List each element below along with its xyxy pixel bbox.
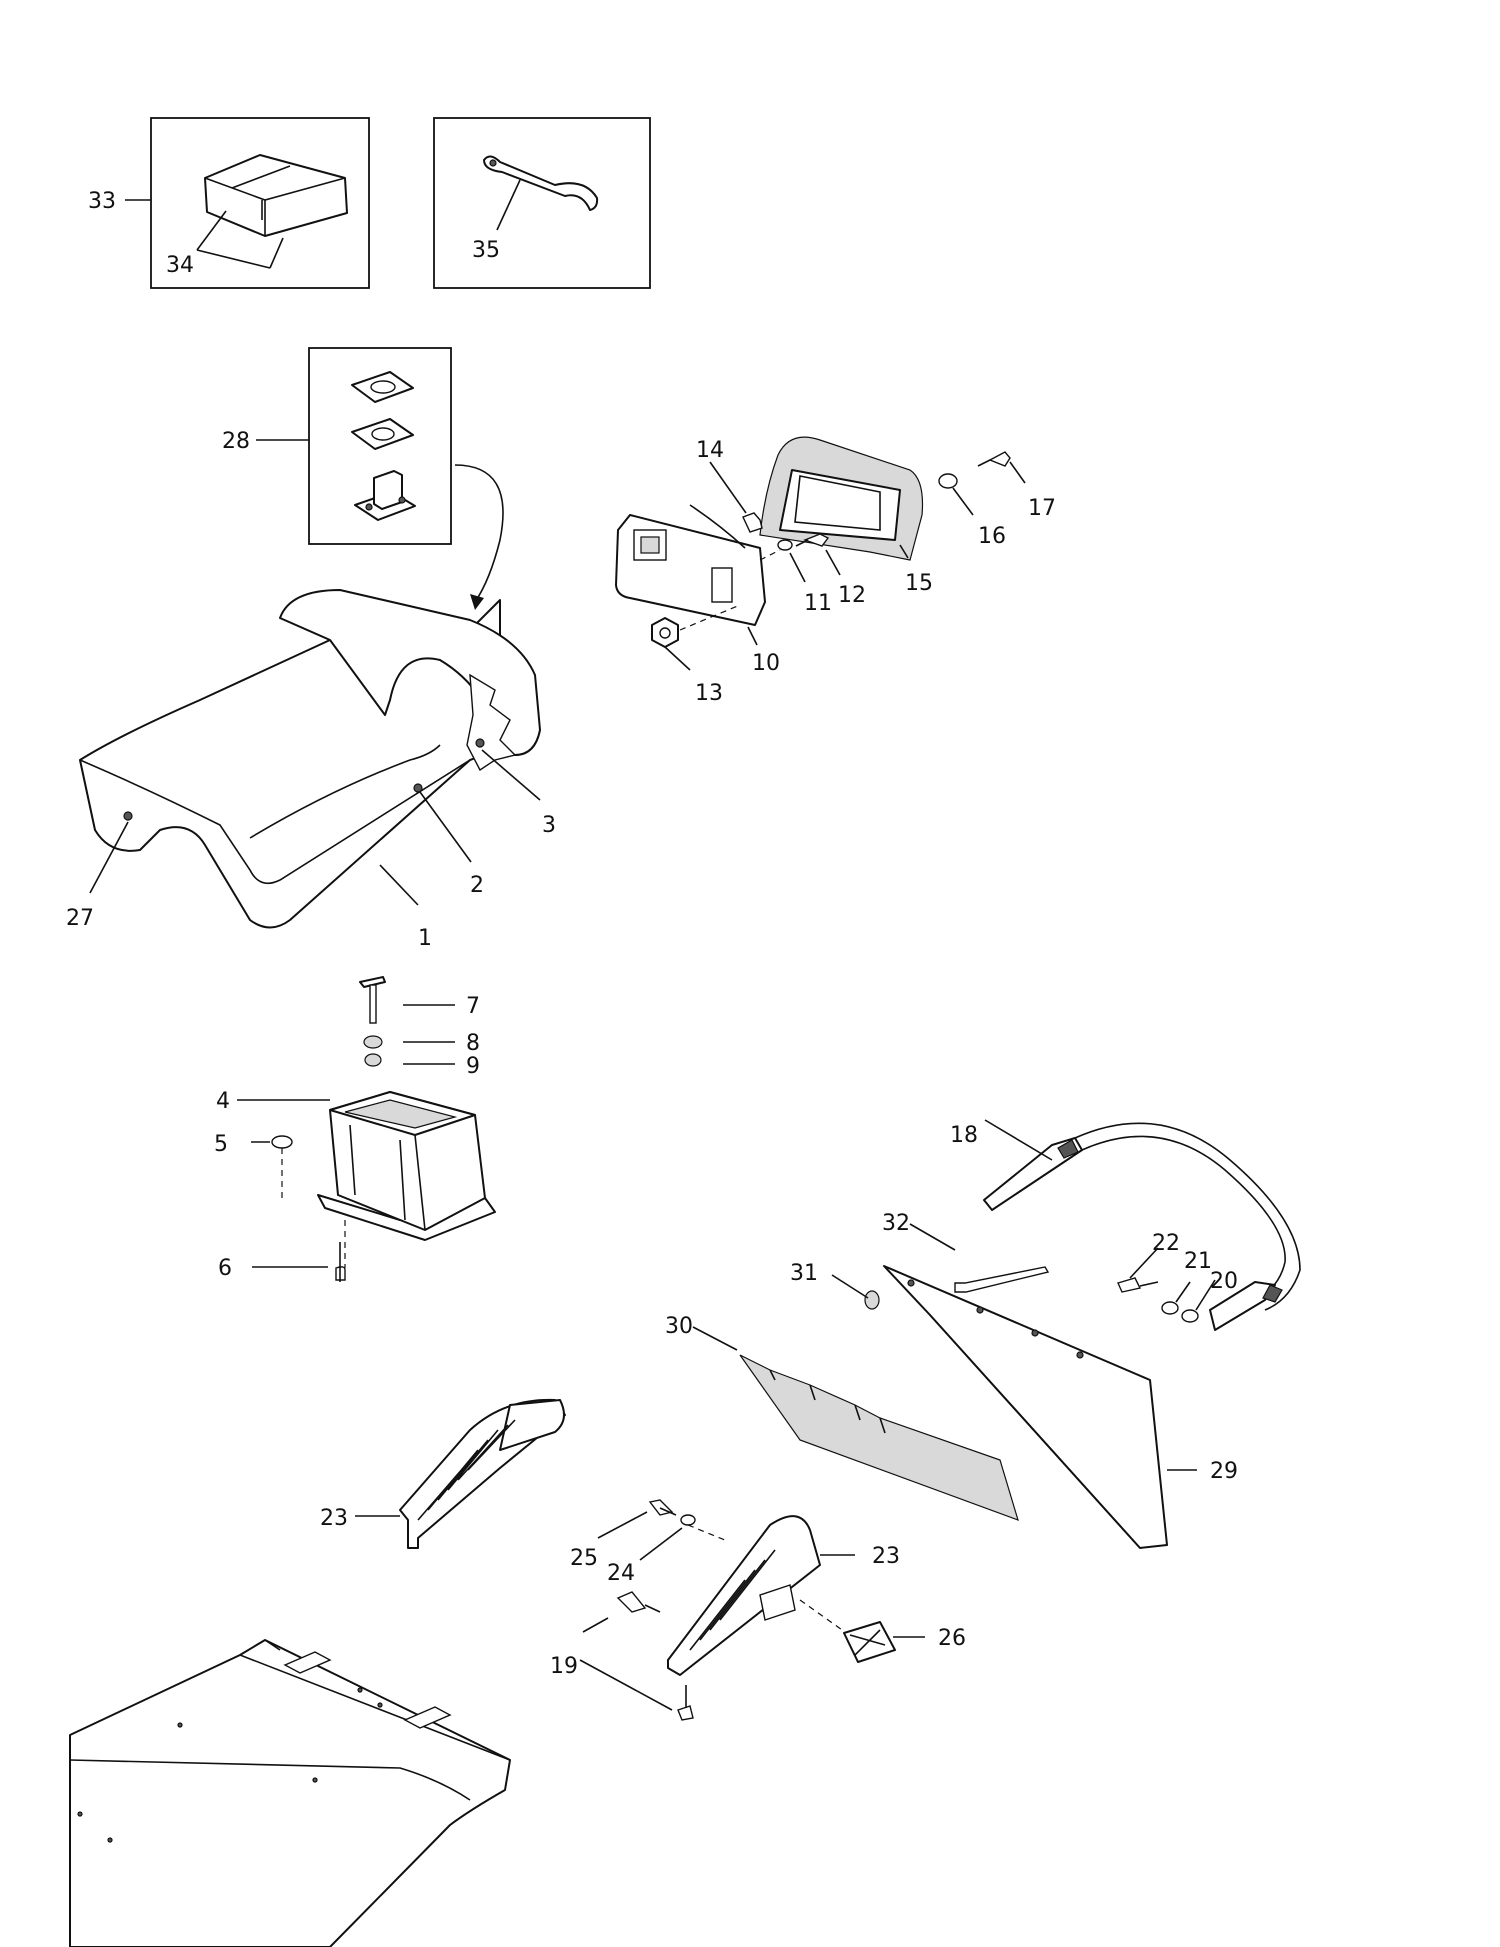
callout-24: 24 bbox=[607, 1561, 635, 1586]
callout-23a: 23 bbox=[320, 1506, 348, 1531]
callout-3: 3 bbox=[542, 813, 556, 838]
callout-25: 25 bbox=[570, 1546, 598, 1571]
callout-21: 21 bbox=[1184, 1249, 1212, 1274]
chassis-partial bbox=[69, 1639, 511, 1947]
side-guards bbox=[355, 1398, 925, 1721]
callout-10: 10 bbox=[752, 651, 780, 676]
storage-box-assembly bbox=[237, 976, 496, 1282]
callout-31: 31 bbox=[790, 1261, 818, 1286]
callout-17: 17 bbox=[1028, 496, 1056, 521]
callout-30: 30 bbox=[665, 1314, 693, 1339]
callout-32: 32 bbox=[882, 1211, 910, 1236]
callout-1: 1 bbox=[418, 926, 432, 951]
callout-22: 22 bbox=[1152, 1231, 1180, 1256]
callout-29: 29 bbox=[1210, 1459, 1238, 1484]
callout-7: 7 bbox=[466, 994, 480, 1019]
callout-27: 27 bbox=[66, 906, 94, 931]
seat-assembly bbox=[79, 589, 541, 929]
callout-16: 16 bbox=[978, 524, 1006, 549]
callout-23b: 23 bbox=[872, 1544, 900, 1569]
callout-19: 19 bbox=[550, 1654, 578, 1679]
callout-6: 6 bbox=[218, 1256, 232, 1281]
callout-11: 11 bbox=[804, 591, 832, 616]
callout-18: 18 bbox=[950, 1123, 978, 1148]
grab-handle-and-flap bbox=[692, 1119, 1301, 1549]
callout-20: 20 bbox=[1210, 1269, 1238, 1294]
callout-34: 34 bbox=[166, 253, 194, 278]
callout-4: 4 bbox=[216, 1089, 230, 1114]
callout-box-33 bbox=[125, 117, 370, 289]
callout-15: 15 bbox=[905, 571, 933, 596]
callout-12: 12 bbox=[838, 583, 866, 608]
callout-35: 35 bbox=[472, 238, 500, 263]
callout-28: 28 bbox=[222, 429, 250, 454]
tail-light-assembly bbox=[615, 436, 1026, 671]
callout-5: 5 bbox=[214, 1132, 228, 1157]
callout-26: 26 bbox=[938, 1626, 966, 1651]
callout-13: 13 bbox=[695, 681, 723, 706]
callout-box-35 bbox=[433, 117, 651, 289]
callout-8: 8 bbox=[466, 1031, 480, 1056]
callout-33: 33 bbox=[88, 189, 116, 214]
callout-14: 14 bbox=[696, 438, 724, 463]
callout-9: 9 bbox=[466, 1054, 480, 1079]
callout-labels: 1 2 3 4 5 6 7 8 9 10 11 12 13 14 15 16 1… bbox=[66, 189, 1238, 1679]
callout-box-28 bbox=[256, 347, 504, 610]
callout-2: 2 bbox=[470, 873, 484, 898]
